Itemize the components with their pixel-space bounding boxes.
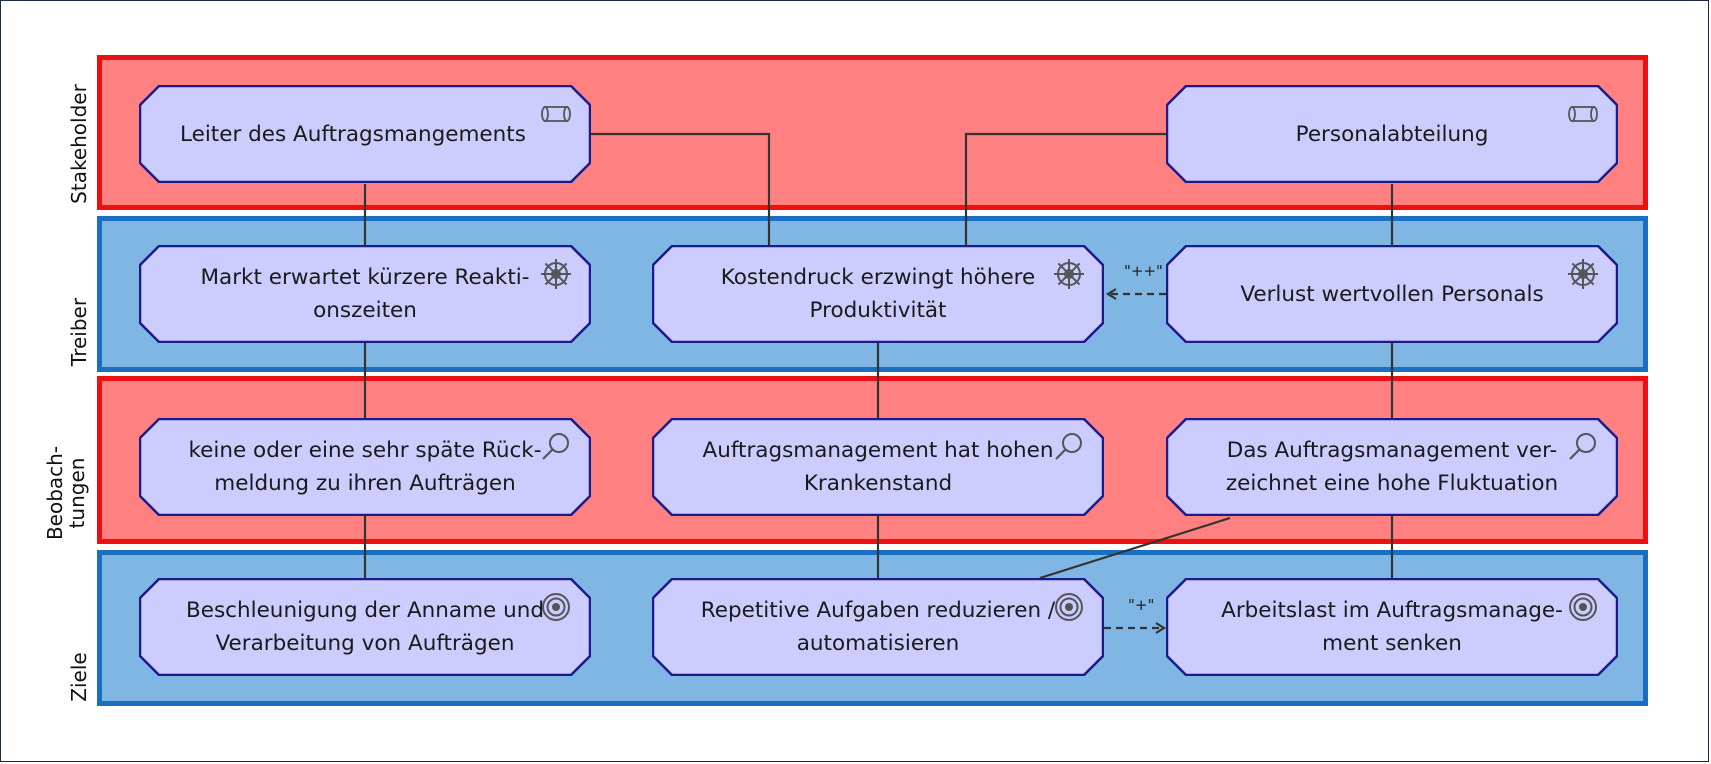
node-beschleunigung[interactable]: Beschleunigung der Anname und Verarbeitu… <box>139 578 591 676</box>
edge-leiter-kosten <box>591 132 771 245</box>
edge-label-plusplus: "++" <box>1124 262 1163 280</box>
node-label: Markt erwartet kürzere Reakti- onszeiten <box>200 265 530 323</box>
node-label: Das Auftragsmanagement ver- zeichnet ein… <box>1225 438 1559 496</box>
node-repetitive-aufgaben[interactable]: Repetitive Aufgaben reduzieren / automat… <box>652 578 1104 676</box>
node-verlust-personal[interactable]: Verlust wertvollen Personals <box>1166 245 1618 343</box>
node-personalabteilung[interactable]: Personalabteilung <box>1166 85 1618 183</box>
assessment-magnifier-icon <box>1055 433 1082 460</box>
driver-wheel-icon <box>1568 259 1598 289</box>
edge-personal-kosten <box>964 132 1166 245</box>
assessment-magnifier-icon <box>542 433 569 460</box>
node-label: Auftragsmanagement hat hohen Krankenstan… <box>702 438 1054 496</box>
node-label: Leiter des Auftragsmangements <box>180 121 526 147</box>
node-fluktuation[interactable]: Das Auftragsmanagement ver- zeichnet ein… <box>1166 418 1618 516</box>
node-markt-erwartet[interactable]: Markt erwartet kürzere Reakti- onszeiten <box>139 245 591 343</box>
node-label: Beschleunigung der Anname und Verarbeitu… <box>185 598 545 656</box>
node-label: Personalabteilung <box>1295 121 1489 147</box>
node-label: Kostendruck erzwingt höhere Produktivitä… <box>720 265 1036 323</box>
node-label: Verlust wertvollen Personals <box>1240 281 1544 307</box>
edge-fluktuation-repetitiv <box>1039 516 1231 580</box>
node-arbeitslast[interactable]: Arbeitslast im Auftragsmanage- ment senk… <box>1166 578 1618 676</box>
node-kostendruck[interactable]: Kostendruck erzwingt höhere Produktivitä… <box>652 245 1104 343</box>
edge-label-plus: "+" <box>1128 596 1155 614</box>
driver-wheel-icon <box>1054 259 1084 289</box>
node-rueckmeldung[interactable]: keine oder eine sehr späte Rück- meldung… <box>139 418 591 516</box>
goal-target-icon <box>1569 593 1597 621</box>
node-krankenstand[interactable]: Auftragsmanagement hat hohen Krankenstan… <box>652 418 1104 516</box>
node-label: keine oder eine sehr späte Rück- meldung… <box>188 438 542 496</box>
driver-wheel-icon <box>541 259 571 289</box>
node-label: Arbeitslast im Auftragsmanage- ment senk… <box>1221 598 1563 656</box>
stakeholder-cylinder-icon <box>541 106 571 122</box>
goal-target-icon <box>542 593 570 621</box>
stakeholder-cylinder-icon <box>1568 106 1598 122</box>
assessment-magnifier-icon <box>1569 433 1596 460</box>
node-label: Repetitive Aufgaben reduzieren / automat… <box>700 598 1056 656</box>
node-leiter-des-auftragsmanagements[interactable]: Leiter des Auftragsmangements <box>139 85 591 183</box>
goal-target-icon <box>1055 593 1083 621</box>
